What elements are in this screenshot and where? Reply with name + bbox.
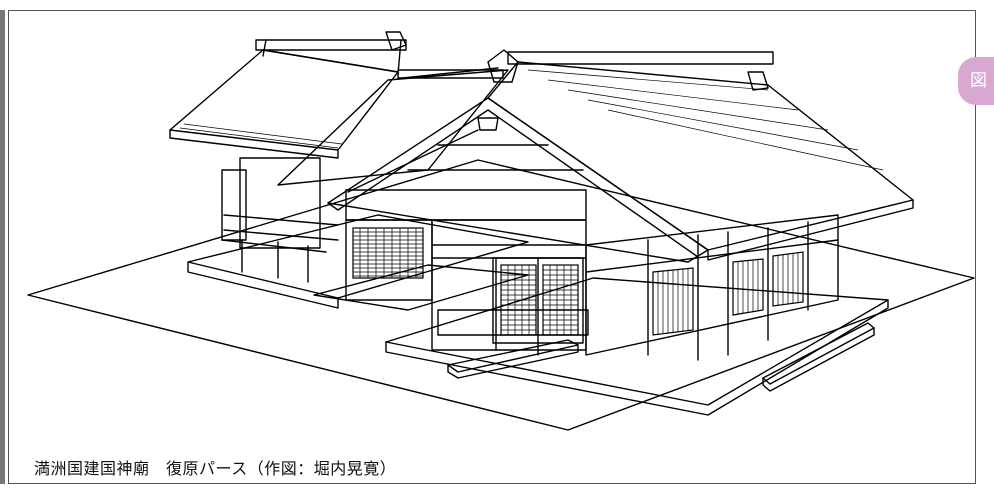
middle-roof [277, 69, 509, 186]
rear-roof [169, 49, 399, 151]
lattice-panel-front-b [542, 264, 579, 336]
figure-tab[interactable]: 図 [958, 57, 994, 105]
page-edge-bar [0, 10, 5, 484]
shrine-illustration [27, 31, 975, 431]
ground-plane [27, 159, 975, 431]
stone-platform [385, 277, 889, 406]
roof-tile-rows [179, 69, 884, 171]
figure-tab-label: 図 [970, 71, 987, 91]
lattice-panel-left [352, 227, 424, 279]
lattice-panel-front-a [500, 264, 537, 336]
lattice-panel-side [652, 251, 804, 336]
figure-caption: 満洲国建国神廟 復原パース（作図：堀内晃寛） [34, 459, 397, 478]
main-roof-side [487, 61, 914, 251]
